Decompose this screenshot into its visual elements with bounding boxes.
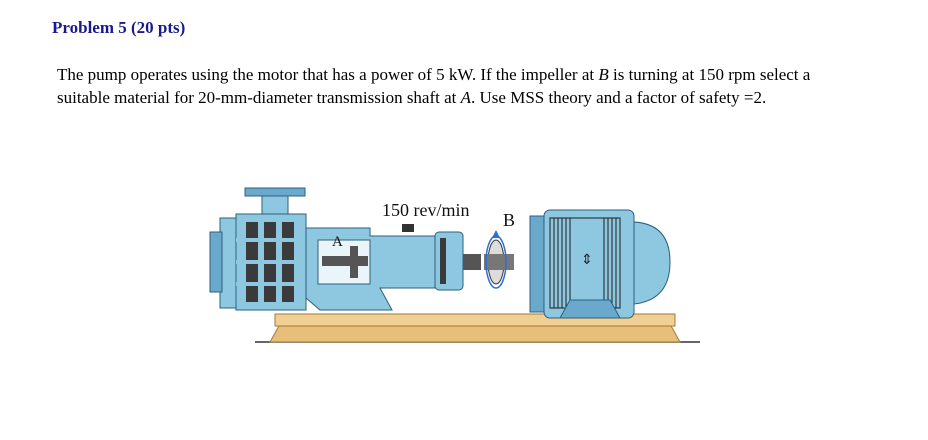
pump-shaft-end: [463, 254, 481, 270]
shaft-a: [322, 256, 368, 266]
motor-flange: [529, 215, 545, 313]
base-plate: [269, 323, 681, 343]
statement-part-1: The pump operates using the motor that h…: [57, 65, 599, 84]
inlet-flange: [244, 187, 306, 197]
statement-var-a: A: [460, 88, 472, 107]
coupling-guard: [434, 231, 464, 291]
guard-slot: [440, 238, 446, 284]
statement-var-b: B: [598, 65, 609, 84]
speed-label: 150 rev/min: [382, 200, 470, 220]
statement-part-3: . Use MSS theory and a factor of safety …: [471, 88, 767, 107]
rotation-arrow-head: [492, 230, 500, 238]
motor-center-panel: [572, 230, 602, 290]
motor-fins: [553, 218, 617, 308]
inlet-pipe: [261, 195, 289, 217]
problem-statement: The pump operates using the motor that h…: [57, 63, 867, 109]
label-a: A: [332, 234, 343, 250]
pump-end-cap: [209, 231, 223, 293]
motor-arrow-icon: ⇕: [581, 252, 593, 268]
statement-part-2: is turning at 150 rpm select a suitable …: [57, 65, 811, 107]
housing-plug: [402, 224, 414, 232]
coupling-hub: [484, 254, 514, 270]
label-b: B: [503, 210, 516, 230]
motor-end-cap: [633, 221, 671, 305]
shaft-collar: [350, 246, 358, 278]
pump-motor-figure: ⇕ 150 rev/min B A: [200, 170, 720, 370]
problem-title: Problem 5 (20 pts): [52, 18, 186, 37]
motor-foot: [559, 299, 621, 319]
pump-motor-illustration: ⇕: [209, 187, 700, 343]
